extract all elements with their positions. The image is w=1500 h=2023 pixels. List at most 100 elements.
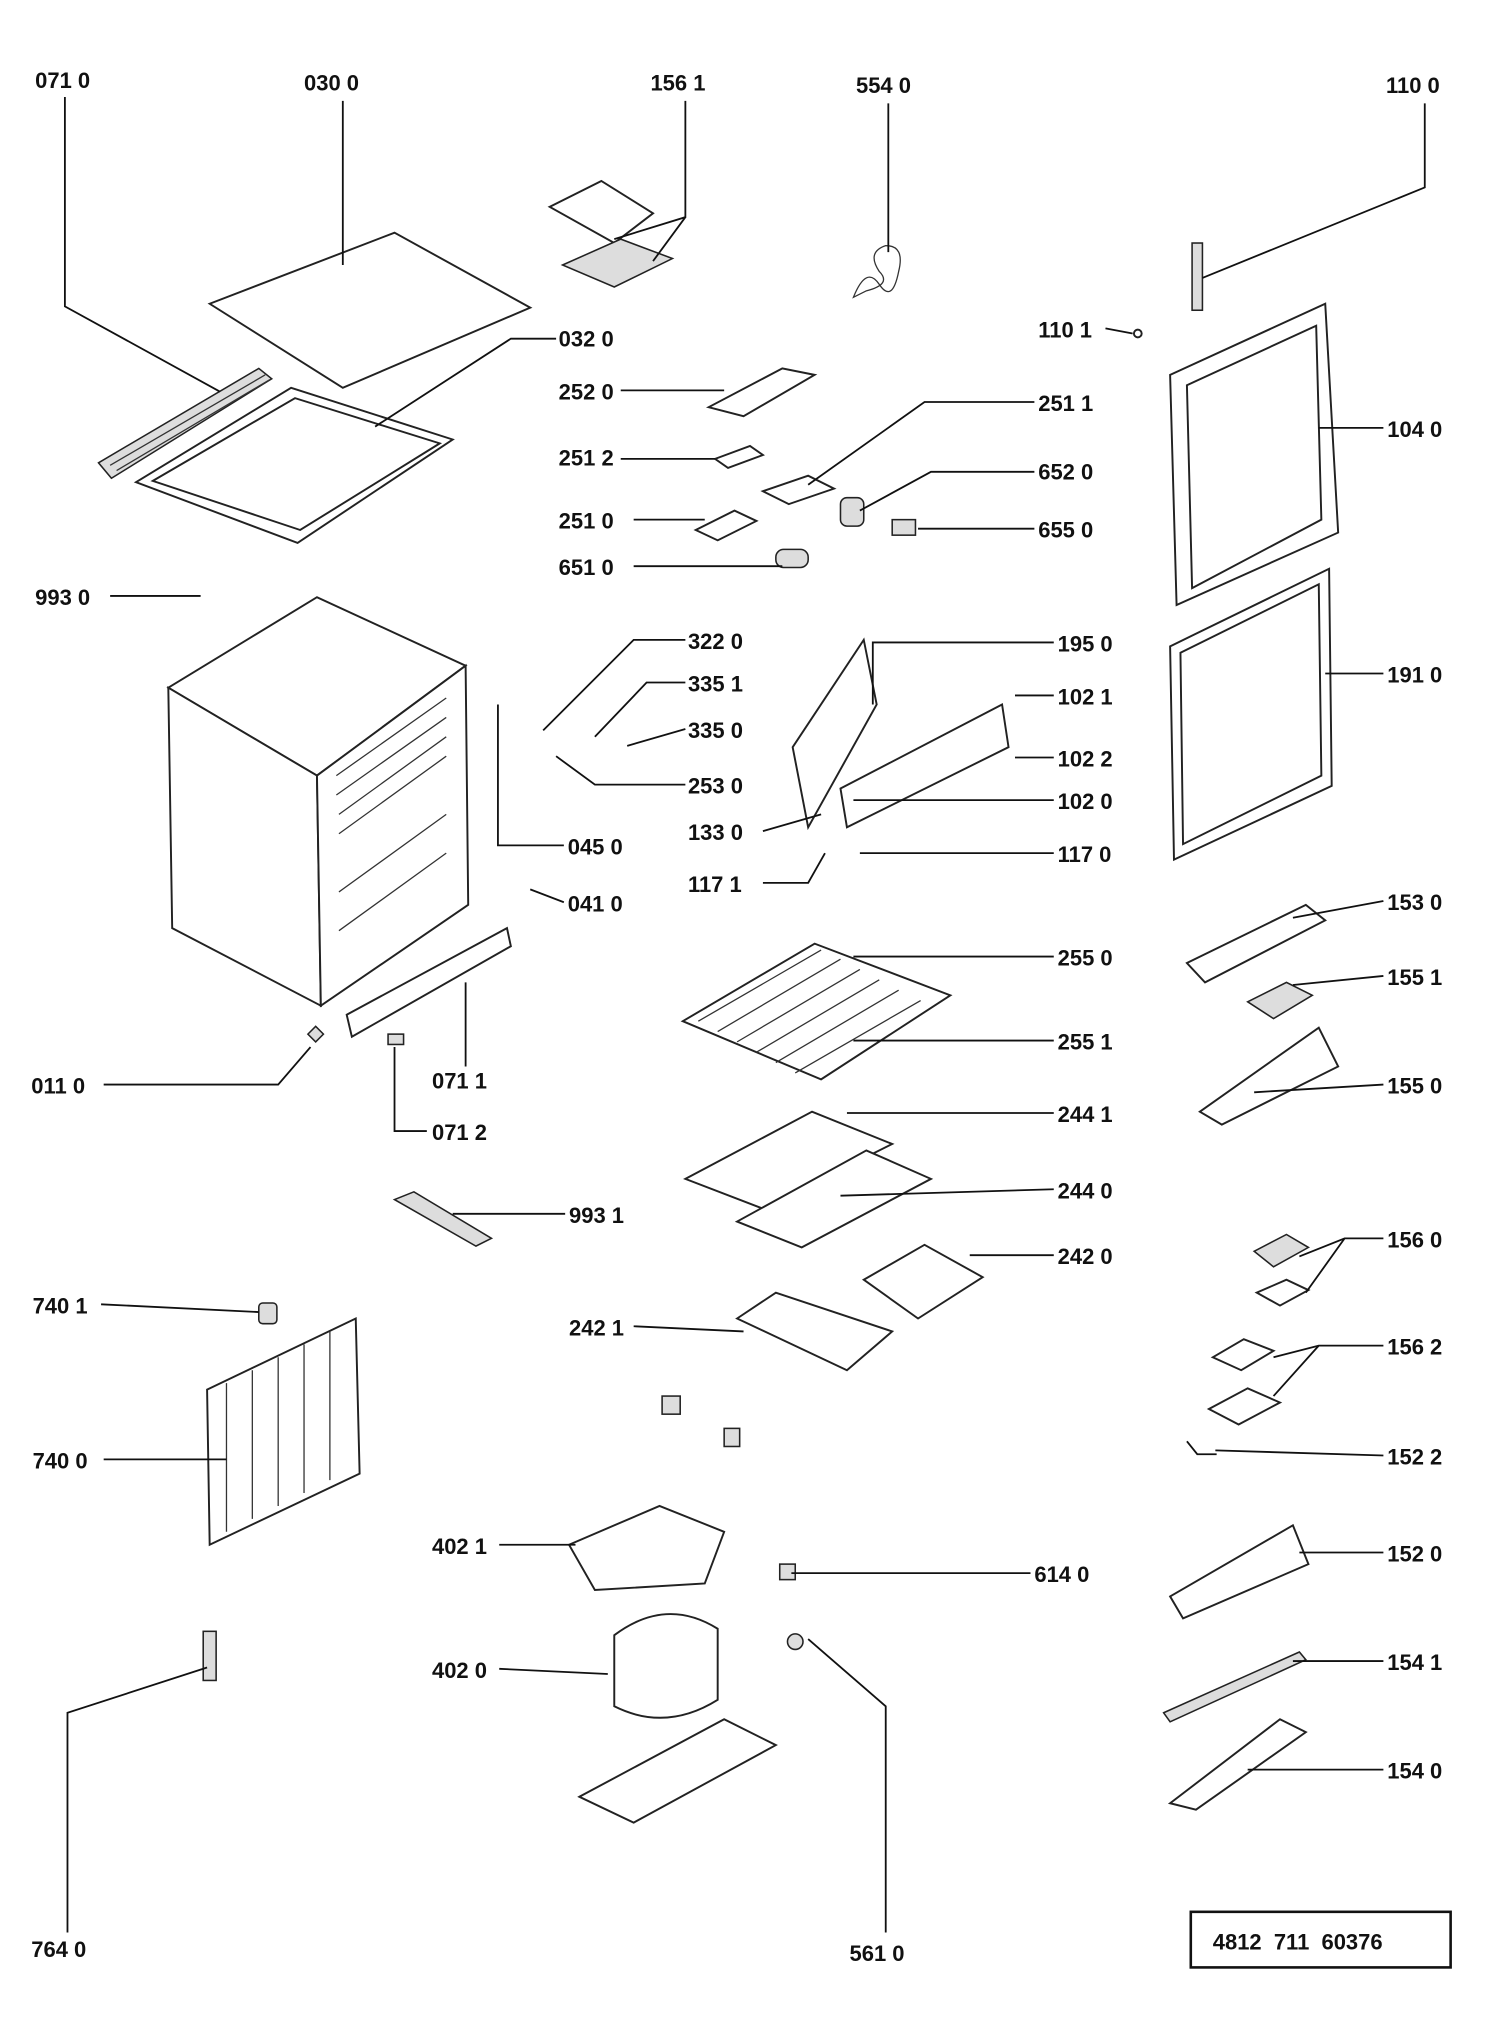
part-top-frame	[97, 367, 455, 544]
part-kickplate	[345, 926, 512, 1039]
part-egg-tray	[1246, 981, 1314, 1020]
label-651-0: 651 0	[559, 555, 614, 580]
part-clip-152-2	[1186, 1440, 1217, 1456]
label-652-0: 652 0	[1038, 460, 1093, 485]
part-grommet	[778, 1563, 797, 1581]
part-door-gasket	[1169, 567, 1333, 862]
label-154-0: 154 0	[1387, 1759, 1442, 1784]
label-152-0: 152 0	[1387, 1542, 1442, 1567]
part-bin-242-1	[735, 1291, 895, 1372]
label-071-2: 071 2	[432, 1120, 487, 1145]
label-011-0: 011 0	[31, 1074, 85, 1099]
part-door-shelf-155	[1198, 1026, 1340, 1126]
label-110-0: 110 0	[1386, 73, 1440, 98]
part-door-shelf-153	[1185, 903, 1328, 984]
label-740-0: 740 0	[33, 1448, 88, 1473]
label-071-0: 071 0	[35, 68, 90, 93]
label-242-0: 242 0	[1058, 1244, 1113, 1269]
label-251-0: 251 0	[559, 509, 614, 534]
part-cabinet	[166, 596, 470, 1008]
label-156-2: 156 2	[1387, 1335, 1442, 1360]
part-thermostat-spring	[852, 244, 901, 299]
part-bottle-bar	[1162, 1651, 1308, 1723]
label-153-0: 153 0	[1387, 890, 1442, 915]
label-740-1: 740 1	[33, 1293, 88, 1318]
part-compressor-cover	[567, 1504, 726, 1591]
label-155-1: 155 1	[1387, 965, 1442, 990]
part-foot	[306, 1025, 325, 1043]
label-335-0: 335 0	[688, 718, 743, 743]
label-195-0: 195 0	[1058, 631, 1113, 656]
part-ice-tray	[560, 238, 675, 288]
label-102-0: 102 0	[1058, 789, 1113, 814]
label-156-0: 156 0	[1387, 1227, 1442, 1252]
label-244-1: 244 1	[1058, 1102, 1113, 1127]
label-154-1: 154 1	[1387, 1650, 1442, 1675]
label-402-0: 402 0	[432, 1658, 487, 1683]
label-402-1: 402 1	[432, 1534, 487, 1559]
label-614-0: 614 0	[1034, 1562, 1089, 1587]
part-overload	[723, 1427, 741, 1448]
part-drier	[202, 1630, 217, 1682]
label-102-2: 102 2	[1058, 747, 1113, 772]
parts	[97, 179, 1340, 1824]
part-hinge-bar	[1191, 242, 1204, 312]
part-dairy-lid	[1210, 1338, 1276, 1372]
leader-lines	[63, 96, 1426, 1933]
part-pin	[1132, 328, 1143, 339]
label-322-0: 322 0	[688, 629, 743, 654]
label-251-1: 251 1	[1038, 391, 1093, 416]
part-relay	[661, 1395, 681, 1415]
part-shelf-244	[683, 1110, 934, 1249]
label-764-0: 764 0	[31, 1937, 86, 1962]
label-155-0: 155 0	[1387, 1074, 1442, 1099]
part-dairy-box	[1206, 1387, 1283, 1426]
label-045-0: 045 0	[568, 834, 623, 859]
label-993-0: 993 0	[35, 585, 90, 610]
part-condenser	[206, 1316, 361, 1547]
label-041-0: 041 0	[568, 891, 623, 916]
part-top-panel	[207, 231, 533, 389]
label-117-0: 117 0	[1058, 842, 1112, 867]
part-door-shelf-154	[1167, 1718, 1308, 1811]
label-242-1: 242 1	[569, 1315, 624, 1340]
label-251-2: 251 2	[559, 445, 614, 470]
part-ice-tray-lid	[547, 179, 655, 245]
part-spring	[786, 1633, 804, 1651]
label-244-0: 244 0	[1058, 1178, 1113, 1203]
label-102-1: 102 1	[1058, 684, 1113, 709]
reference-number-box: 4812 711 60376	[1189, 1910, 1452, 1969]
label-191-0: 191 0	[1387, 663, 1442, 688]
part-shelf-255	[680, 942, 953, 1081]
label-993-1: 993 1	[569, 1203, 624, 1228]
label-335-1: 335 1	[688, 672, 743, 697]
label-104-0: 104 0	[1387, 417, 1442, 442]
label-152-2: 152 2	[1387, 1445, 1442, 1470]
part-flap-frame	[839, 703, 1010, 829]
part-compressor	[613, 1613, 719, 1719]
part-labels: 071 0 030 0 156 1 554 0 110 0 032 0 110 …	[31, 68, 1442, 1966]
part-bracket-993-1	[392, 1190, 494, 1247]
label-253-0: 253 0	[688, 774, 743, 799]
part-butter-box	[1254, 1278, 1311, 1307]
label-655-0: 655 0	[1038, 518, 1093, 543]
part-flap	[791, 637, 878, 831]
label-561-0: 561 0	[850, 1941, 905, 1966]
reference-number: 4812 711 60376	[1213, 1929, 1383, 1954]
label-255-1: 255 1	[1058, 1030, 1113, 1055]
part-bin-242-0	[861, 1243, 985, 1320]
part-condenser-clip	[258, 1302, 278, 1325]
label-252-0: 252 0	[559, 379, 614, 404]
part-clip	[387, 1033, 405, 1046]
label-117-1: 117 1	[688, 872, 742, 897]
part-butter-lid	[1252, 1233, 1310, 1268]
part-thermostat-housing	[693, 367, 917, 569]
label-156-1: 156 1	[650, 70, 705, 95]
label-071-1: 071 1	[432, 1068, 487, 1093]
part-door-outer	[1169, 302, 1340, 607]
label-554-0: 554 0	[856, 73, 911, 98]
part-base-plate	[577, 1718, 778, 1824]
label-255-0: 255 0	[1058, 946, 1113, 971]
label-032-0: 032 0	[559, 326, 614, 351]
